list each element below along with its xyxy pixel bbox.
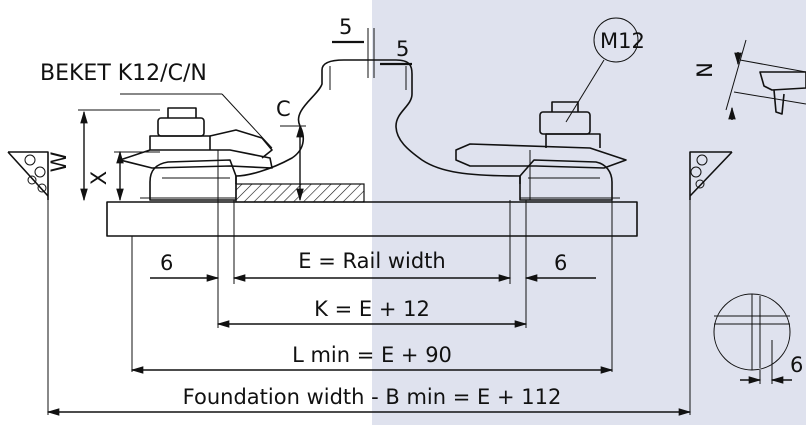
left-concrete-edge xyxy=(7,151,49,200)
gap-mid-label: 5 xyxy=(396,37,409,61)
l-min-label: L min = E + 90 xyxy=(292,343,452,367)
detail-offset-label: 6 xyxy=(790,353,803,377)
left-panel-background xyxy=(0,0,372,425)
detail-circle-view xyxy=(713,293,792,384)
bolt-size-label: M12 xyxy=(600,29,645,53)
gap-top-label: 5 xyxy=(339,15,352,39)
k-dimension-label: K = E + 12 xyxy=(314,297,430,321)
dim-n-label: N xyxy=(693,62,717,78)
clip-detail xyxy=(725,39,806,120)
side-offset-right-label: 6 xyxy=(554,251,567,275)
side-offset-left-label: 6 xyxy=(160,251,173,275)
rail-width-label: E = Rail width xyxy=(298,249,445,273)
dim-c-label: C xyxy=(276,97,291,121)
bolt-callout-circle xyxy=(593,17,639,63)
right-panel-background xyxy=(372,0,806,425)
dim-w-label: W xyxy=(47,151,71,172)
right-rail-clamp xyxy=(455,101,627,201)
part-name-label: BEKET K12/C/N xyxy=(40,61,207,86)
right-concrete-edge xyxy=(689,151,733,200)
left-rail-clamp xyxy=(119,107,273,201)
foundation-slab xyxy=(106,201,638,237)
dim-x-label: X xyxy=(87,171,111,185)
foundation-width-label: Foundation width - B min = E + 112 xyxy=(183,385,562,409)
